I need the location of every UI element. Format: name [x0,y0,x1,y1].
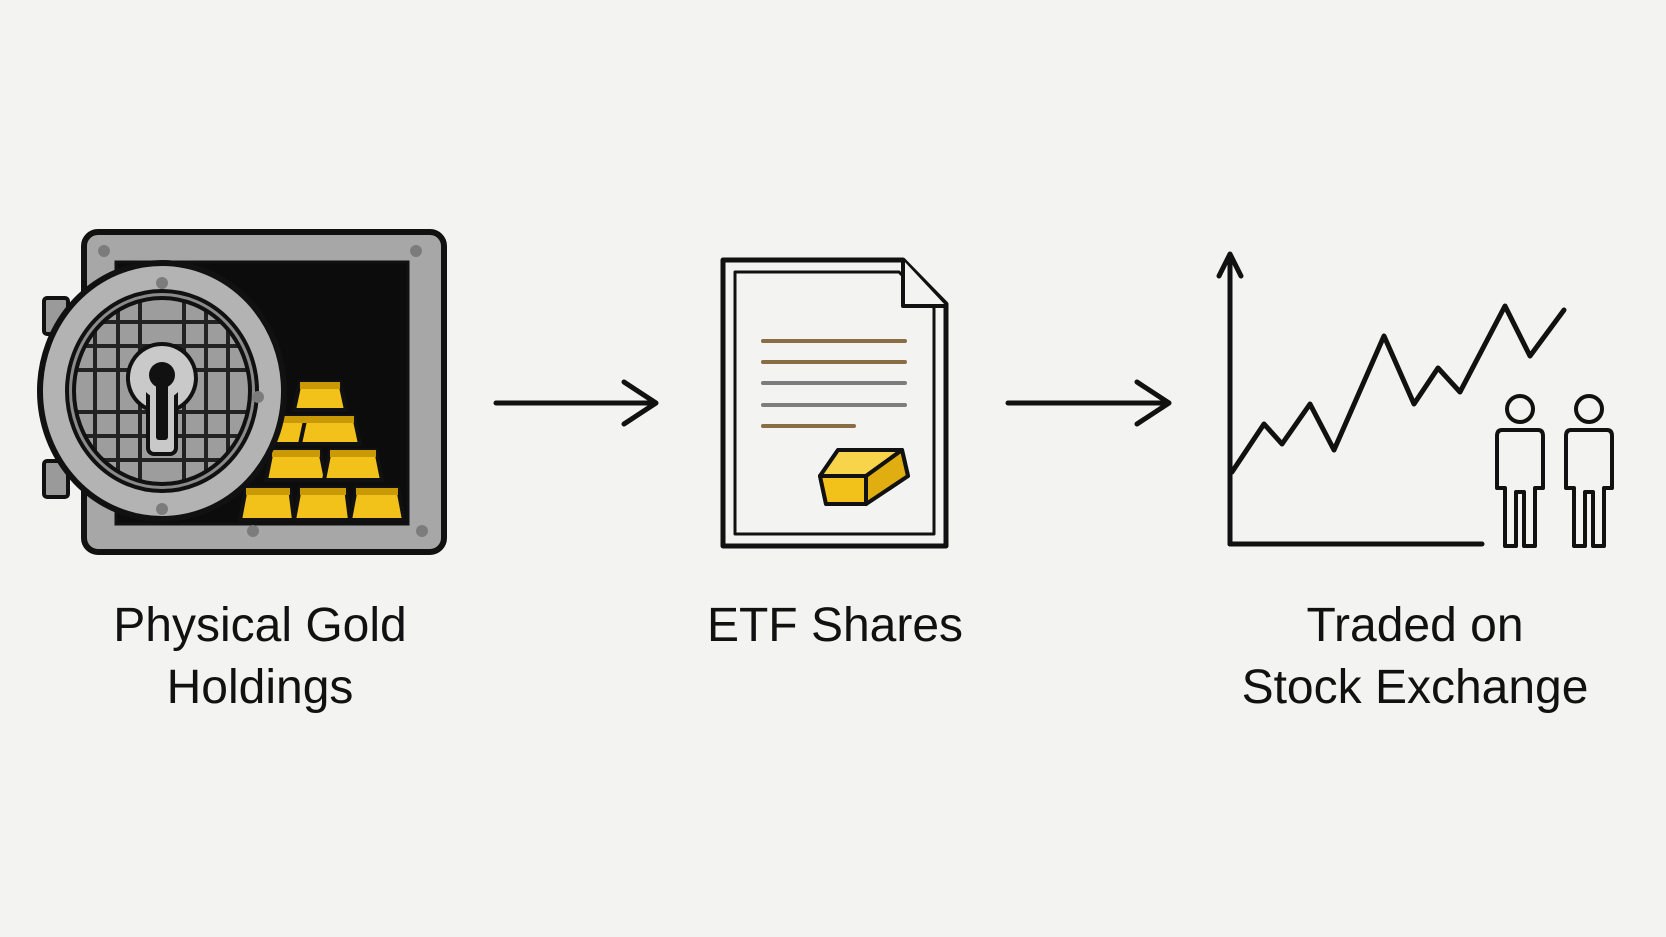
vault-hinge [42,459,70,499]
vault-rivet [416,525,428,537]
step-label-line: Traded on [1306,599,1524,652]
document-text-lines [761,339,907,428]
step-label-line: Holdings [166,661,354,714]
investor-icon [1495,394,1545,548]
step-label-line: Physical Gold [113,599,407,652]
gold-bar-icon [818,448,910,506]
vault-door-bolt [156,503,168,515]
vault-door-bolt [156,277,168,289]
document-inner-border [733,270,936,536]
vault-rivet [410,245,422,257]
arrow-right-icon [1005,379,1172,427]
step-label-line: Stock Exchange [1241,661,1589,714]
investor-icon [1564,394,1614,548]
price-trend-line [1229,303,1567,475]
chart-axes [1216,251,1485,547]
stock-chart-investors-icon [1216,251,1614,548]
step-label-line: ETF Shares [706,599,964,652]
gold-bar-rims [246,382,398,495]
step-label-traded-on-stock-exchange: Traded on Stock Exchange [1170,595,1660,719]
gold-vault-icon [37,229,447,555]
vault-rivet [98,245,110,257]
vault-door-bolt [252,391,264,403]
document-folded-corner [901,260,946,308]
step-label-physical-gold-holdings: Physical Gold Holdings [60,595,460,719]
arrow-right-icon [493,379,659,427]
vault-rivet [247,525,259,537]
step-label-etf-shares: ETF Shares [630,595,1040,657]
etf-document-icon [720,257,949,549]
keyhole-icon [125,342,198,456]
